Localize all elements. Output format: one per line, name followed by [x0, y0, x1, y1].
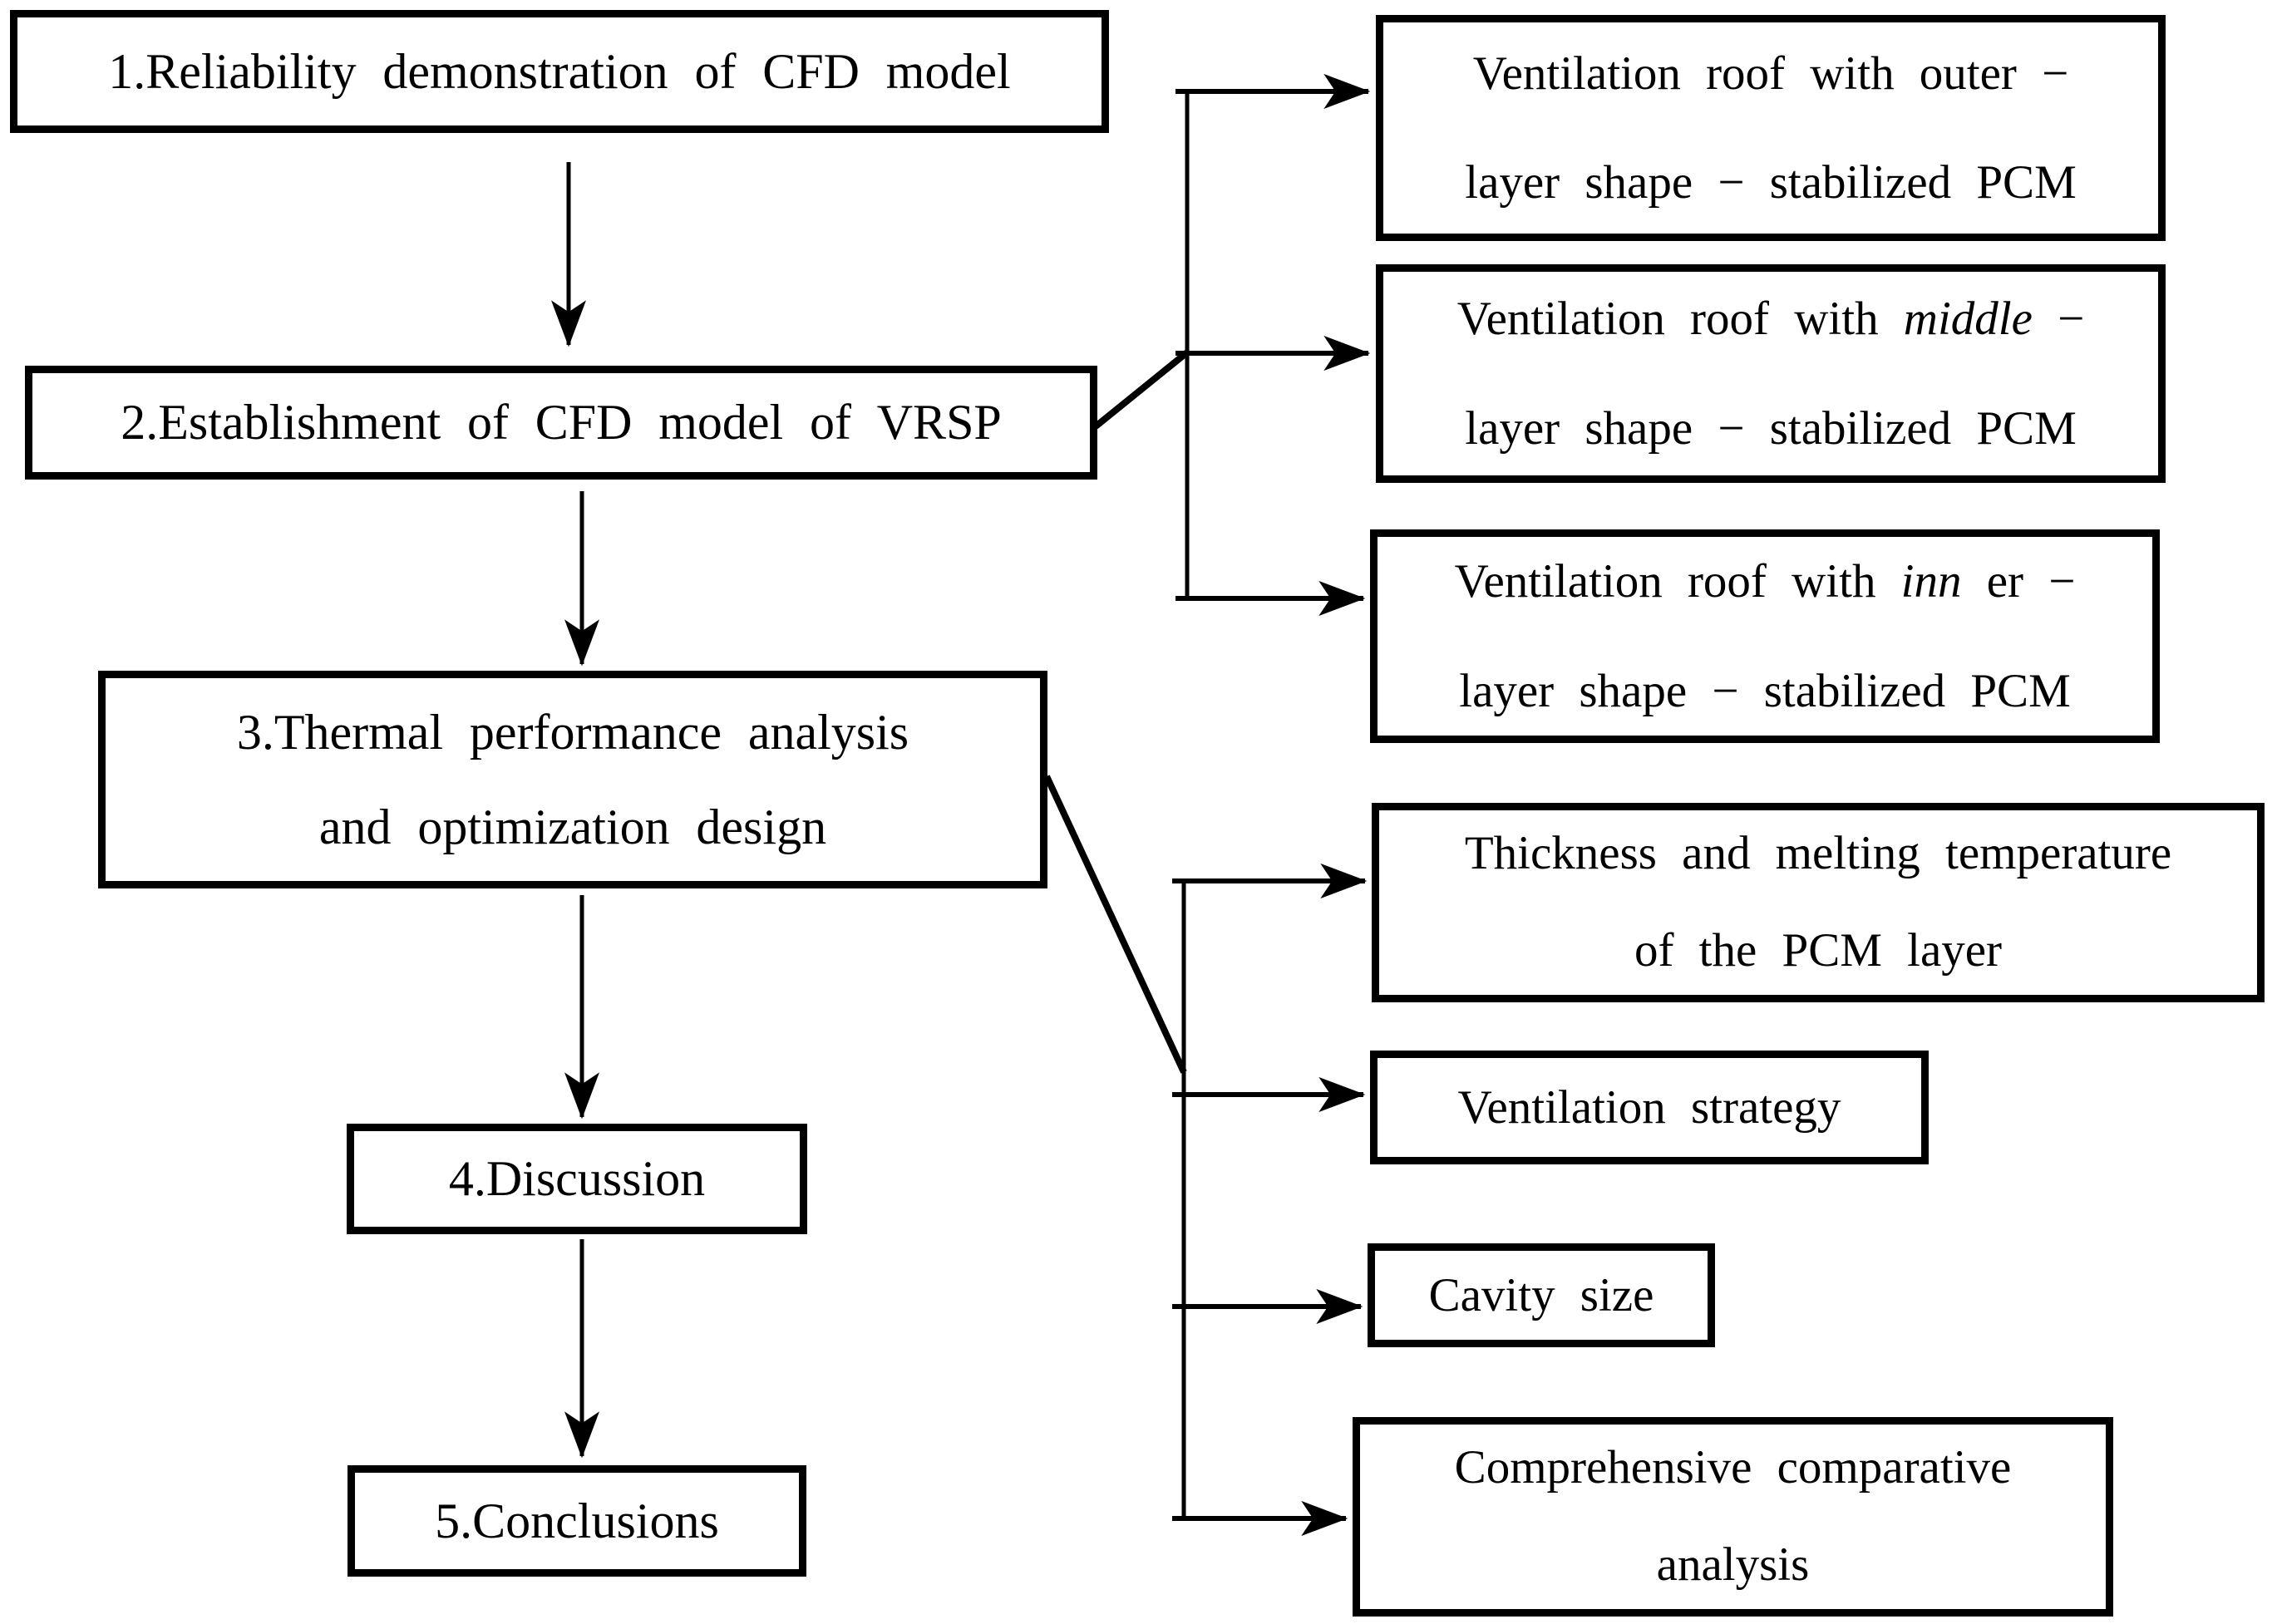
- fork-step2-diagonal: [1093, 349, 1190, 430]
- thickness-melting-line1: Thickness and melting temperature: [1464, 827, 2172, 880]
- step3-label-line1: 3.Thermal performance analysis: [236, 705, 909, 760]
- inner-layer-pcm-line2: layer shape − stabilized PCM: [1459, 664, 2071, 717]
- step4-box: 4.Discussion: [347, 1124, 807, 1234]
- ventilation-strategy-box: Ventilation strategy: [1370, 1051, 1929, 1164]
- step3-label-line2: and optimization design: [318, 800, 827, 854]
- cavity-size-box: Cavity size: [1368, 1243, 1715, 1347]
- ventilation-strategy-label: Ventilation strategy: [1457, 1081, 1841, 1134]
- comprehensive-analysis-line2: analysis: [1656, 1538, 1810, 1591]
- step2-box: 2.Establishment of CFD model of VRSP: [25, 366, 1097, 480]
- inner-layer-pcm-box: Ventilation roof with inn er − layer sha…: [1370, 529, 2160, 743]
- step1-box: 1.Reliability demonstration of CFD model: [10, 10, 1109, 133]
- outer-layer-pcm-box: Ventilation roof with outer − layer shap…: [1376, 15, 2166, 241]
- outer-layer-pcm-line1: Ventilation roof with outer −: [1472, 47, 2069, 100]
- cavity-size-label: Cavity size: [1428, 1269, 1654, 1321]
- step4-label: 4.Discussion: [448, 1151, 706, 1206]
- step1-label: 1.Reliability demonstration of CFD model: [108, 43, 1011, 99]
- inner-layer-pcm-line1: Ventilation roof with inn er −: [1454, 555, 2076, 608]
- step5-label: 5.Conclusions: [435, 1493, 719, 1548]
- comprehensive-analysis-line1: Comprehensive comparative: [1454, 1441, 2012, 1494]
- outer-layer-pcm-line2: layer shape − stabilized PCM: [1465, 156, 2077, 209]
- step3-box: 3.Thermal performance analysis and optim…: [98, 671, 1047, 888]
- comprehensive-analysis-box: Comprehensive comparative analysis: [1353, 1417, 2113, 1617]
- fork-step3-diagonal: [1043, 775, 1187, 1074]
- thickness-melting-box: Thickness and melting temperature of the…: [1372, 803, 2265, 1002]
- step2-label: 2.Establishment of CFD model of VRSP: [121, 395, 1002, 450]
- step5-box: 5.Conclusions: [347, 1465, 806, 1577]
- thickness-melting-line2: of the PCM layer: [1634, 924, 2003, 977]
- middle-layer-pcm-box: Ventilation roof with middle − layer sha…: [1376, 264, 2166, 483]
- middle-layer-pcm-line2: layer shape − stabilized PCM: [1465, 401, 2077, 455]
- middle-layer-pcm-line1: Ventilation roof with middle −: [1456, 293, 2085, 346]
